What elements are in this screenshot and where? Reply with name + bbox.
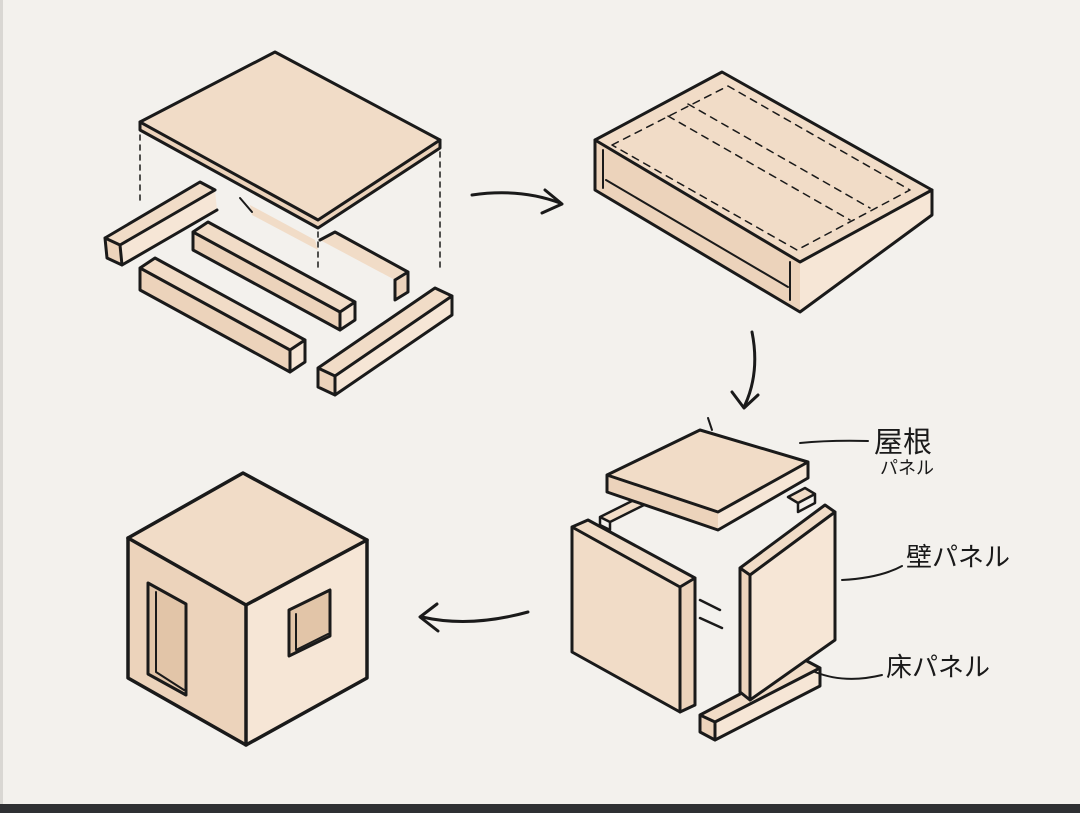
bottom-bar [0, 804, 1080, 813]
floor-panel-label: 床パネル [886, 653, 990, 683]
arrow-down-icon [732, 332, 758, 408]
roof-panel [607, 418, 808, 530]
roof-leader-line [800, 441, 868, 443]
step3-exploded-box: 屋根 パネル 壁パネル 床パネル [572, 418, 1010, 740]
step4-finished-cube [128, 473, 367, 745]
step1-exploded-frame [105, 52, 452, 395]
arrow-right-icon [472, 190, 562, 213]
wall-leader-line [842, 566, 902, 580]
wall-panel-left [572, 520, 695, 712]
roof-panel-sublabel: パネル [880, 458, 934, 479]
wall-panel-label: 壁パネル [906, 543, 1010, 573]
floor-leader-line [815, 672, 882, 679]
step2-assembled-panel [595, 72, 932, 312]
door-opening [148, 583, 186, 695]
roof-panel-label: 屋根 [874, 425, 932, 459]
arrow-left-icon [420, 604, 528, 631]
